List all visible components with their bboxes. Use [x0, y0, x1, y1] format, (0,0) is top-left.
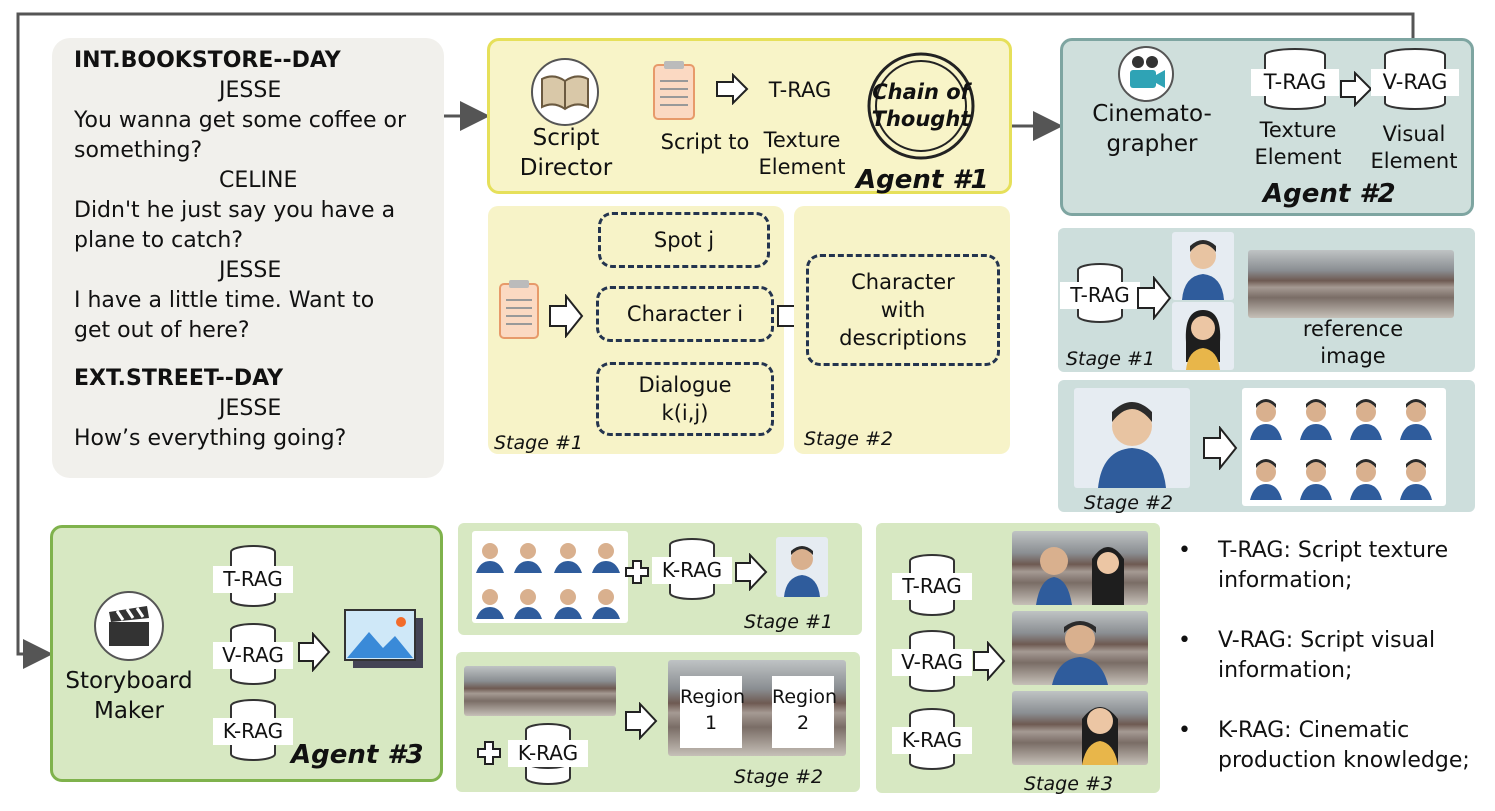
script-to-label: Script to	[660, 130, 750, 154]
clipboard-icon	[499, 280, 539, 339]
selected-character-view	[776, 537, 828, 597]
region-layout-image: Region 1 Region 2	[668, 660, 846, 756]
vrag-label: V-RAG	[213, 642, 293, 669]
arrow-right-icon	[1137, 276, 1172, 320]
trag-label: T-RAG	[1251, 69, 1339, 96]
chain-of-thought-icon	[867, 52, 975, 160]
krag-label: K-RAG	[213, 718, 293, 745]
stage-label: Stage #2	[734, 766, 823, 788]
arrow-right-icon	[716, 73, 749, 105]
legend-item-vrag: V-RAG: Script visual information;	[1178, 626, 1488, 686]
stage-label: Stage #1	[494, 432, 583, 454]
agent2-title: Agent #2	[1263, 179, 1396, 209]
scene-gap	[74, 346, 422, 364]
male-character-image	[1172, 232, 1234, 300]
legend-item-krag: K-RAG: Cinematic production knowledge;	[1178, 716, 1488, 776]
texture-element-label: Texture Element	[758, 128, 846, 179]
arrow-right-icon	[973, 641, 1006, 681]
agent1-stage1-panel: Spot j Character i Dialogue k(i,j) Stage…	[488, 206, 784, 454]
dialogue-line: get out of here?	[74, 318, 250, 343]
agent3-panel: Storyboard Maker T-RAG V-RAG K-RAG Agent…	[50, 525, 443, 782]
character-name: JESSE	[219, 396, 282, 421]
legend-item-trag: T-RAG: Script texture information;	[1178, 536, 1488, 596]
krag-label: K-RAG	[892, 727, 972, 754]
agent2-panel: Cinemato- grapher T-RAG V-RAG Texture El…	[1060, 38, 1474, 216]
arrow-right-icon	[1340, 71, 1373, 107]
character-name: CELINE	[219, 168, 298, 193]
dialogue-box: Dialogue k(i,j)	[596, 362, 774, 436]
dialogue-line: I have a little time. Want to	[74, 288, 375, 313]
plus-icon	[625, 560, 649, 584]
agent3-stage1-panel: K-RAG Stage #1	[458, 523, 862, 635]
stage-label: Stage #2	[1084, 492, 1173, 514]
scene-heading: EXT.STREET--DAY	[74, 366, 284, 391]
dialogue-line: Didn't he just say you have a	[74, 198, 396, 223]
storyboard-frame-1	[1012, 531, 1148, 605]
character-name: JESSE	[219, 78, 282, 103]
background-image	[464, 666, 616, 716]
arrow-right-icon	[549, 294, 584, 338]
legend: T-RAG: Script texture information; V-RAG…	[1178, 536, 1488, 806]
agent2-stage2-panel: Stage #2	[1058, 380, 1475, 514]
vrag-label: V-RAG	[1371, 69, 1459, 96]
trag-label: T-RAG	[768, 78, 832, 102]
arrow-right-icon	[1203, 426, 1238, 470]
dialogue-line: something?	[74, 138, 203, 163]
krag-label: K-RAG	[508, 740, 588, 767]
region-2-box: Region 2	[772, 676, 837, 748]
image-icon	[344, 609, 423, 668]
stage-label: Stage #1	[744, 611, 833, 633]
multi-view-character-sheet	[472, 531, 628, 623]
stage-label: Stage #2	[804, 428, 893, 450]
agent3-stage2-panel: K-RAG Region 1 Region 2 Stage #2	[456, 652, 860, 792]
agent1-panel: Script Director Script to T-RAG Texture …	[487, 38, 1012, 195]
texture-element-label: Texture Element	[1254, 118, 1342, 169]
dialogue-line: How’s everything going?	[74, 426, 347, 451]
book-icon	[531, 58, 599, 126]
script-director-label: Script Director	[519, 125, 613, 181]
character-name: JESSE	[219, 258, 282, 283]
agent2-stage1-panel: T-RAG reference image Stage #1	[1058, 228, 1475, 372]
clipboard-icon	[653, 61, 695, 120]
trag-label: T-RAG	[1060, 282, 1140, 309]
region-1-box: Region 1	[680, 676, 745, 748]
trag-label: T-RAG	[213, 566, 293, 593]
stage-label: Stage #1	[1066, 348, 1155, 370]
character-box: Character i	[596, 286, 774, 342]
agent3-stage3-panel: T-RAG V-RAG K-RAG Stage #3	[876, 523, 1160, 795]
reference-image-label: reference image	[1302, 317, 1404, 368]
dialogue-line: plane to catch?	[74, 228, 244, 253]
vrag-label: V-RAG	[892, 649, 972, 676]
film-camera-icon	[1118, 46, 1174, 102]
agent1-title: Agent #1	[856, 165, 989, 195]
clapperboard-icon	[94, 591, 164, 661]
arrow-right-icon	[735, 553, 768, 591]
agent1-stage2-panel: Character with descriptions Stage #2	[794, 206, 1010, 454]
agent3-title: Agent #3	[291, 740, 424, 770]
trag-label: T-RAG	[892, 573, 972, 600]
character-description-box: Character with descriptions	[806, 254, 1000, 366]
storyboard-maker-label: Storyboard Maker	[65, 668, 193, 724]
multi-view-character-sheet	[1242, 388, 1446, 506]
screenplay-panel: INT.BOOKSTORE--DAY JESSE You wanna get som…	[52, 38, 444, 478]
storyboard-frame-3	[1012, 691, 1148, 765]
arrow-loop-to-agent3	[16, 12, 1415, 669]
cinematographer-label: Cinemato- grapher	[1092, 101, 1212, 157]
reference-image	[1248, 250, 1454, 318]
arrow-right-icon	[298, 632, 331, 672]
krag-label: K-RAG	[652, 557, 732, 584]
scene-heading: INT.BOOKSTORE--DAY	[74, 48, 341, 73]
female-character-image	[1172, 302, 1234, 370]
storyboard-frame-2	[1012, 611, 1148, 685]
character-portrait-image	[1074, 388, 1190, 488]
spot-box: Spot j	[598, 212, 770, 268]
chain-of-thought-label: Chain of Thought	[871, 80, 971, 131]
arrow-right-icon	[625, 702, 658, 740]
dialogue-line: You wanna get some coffee or	[74, 108, 407, 133]
visual-element-label: Visual Element	[1370, 122, 1458, 173]
plus-icon	[477, 741, 501, 765]
stage-label: Stage #3	[1024, 773, 1113, 795]
